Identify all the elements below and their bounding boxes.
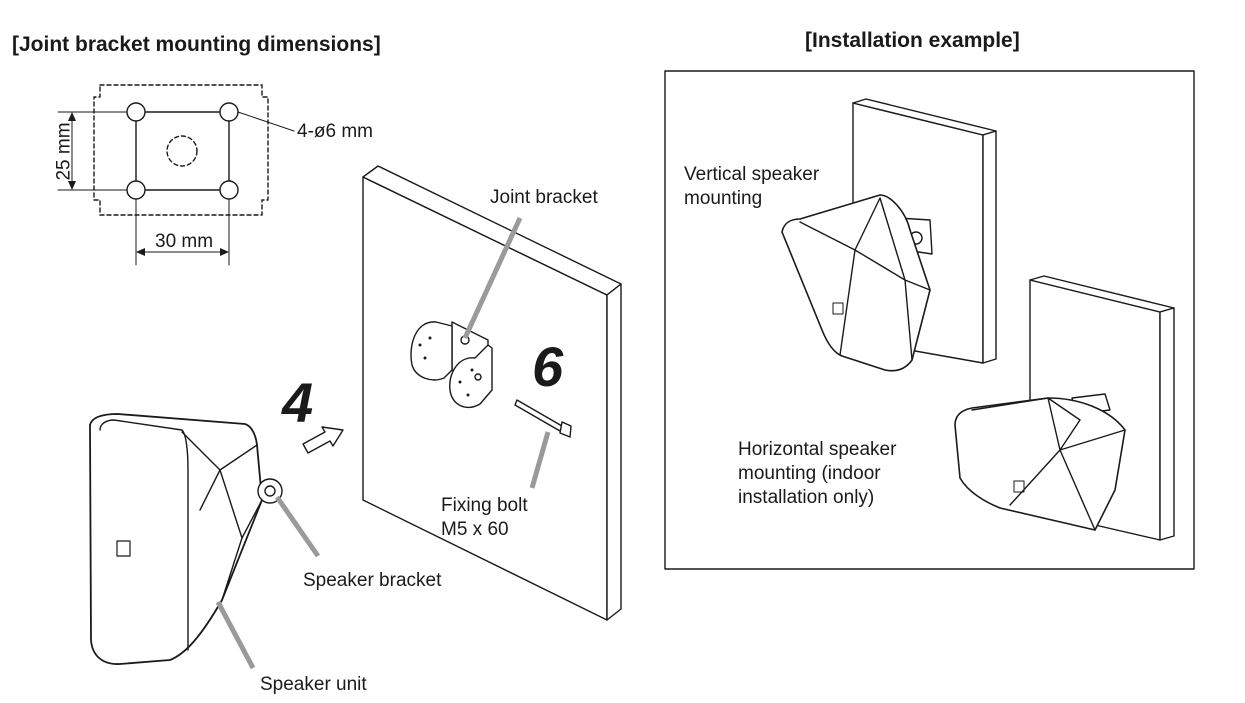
dim-arrow bbox=[220, 248, 229, 256]
dimension-width-label: 30 mm bbox=[155, 231, 214, 252]
bracket-plate-outline bbox=[93, 84, 269, 216]
step-number-6: 6 bbox=[532, 335, 564, 398]
leader-fixing-bolt bbox=[529, 431, 551, 489]
label-vertical-mounting: Vertical speaker bbox=[684, 164, 820, 185]
installation-example-frame bbox=[664, 70, 1195, 570]
bracket-rivet bbox=[423, 356, 427, 360]
bracket-rivet bbox=[466, 393, 470, 397]
vertical-speaker-facets bbox=[799, 197, 931, 361]
bracket-rivet bbox=[418, 343, 422, 347]
label-vertical-mounting-2: mounting bbox=[684, 188, 763, 209]
label-speaker-bracket: Speaker bracket bbox=[303, 570, 442, 591]
label-fixing-bolt: Fixing bolt bbox=[441, 495, 528, 516]
label-horizontal-mounting: Horizontal speaker bbox=[738, 439, 897, 460]
heading-joint-bracket-dimensions: [Joint bracket mounting dimensions] bbox=[12, 33, 381, 56]
dim-arrow bbox=[68, 181, 76, 190]
leader-joint-bracket bbox=[462, 216, 523, 340]
speaker-logo bbox=[116, 540, 131, 557]
bracket-right-flange bbox=[449, 344, 493, 408]
step-number-4: 4 bbox=[282, 371, 314, 434]
insertion-arrow bbox=[302, 426, 344, 454]
speaker-bracket-knob-inner bbox=[264, 485, 276, 497]
bracket-hole bbox=[474, 373, 482, 381]
speaker-bracket-knob bbox=[257, 478, 283, 504]
wall-panel bbox=[362, 165, 622, 621]
bracket-rivet bbox=[428, 336, 432, 340]
label-joint-bracket: Joint bracket bbox=[490, 187, 598, 208]
bolt-head bbox=[559, 421, 572, 438]
bracket-rivet bbox=[458, 380, 462, 384]
dimension-height-label: 25 mm bbox=[53, 122, 75, 181]
fixing-bolt-illustration bbox=[514, 399, 572, 438]
center-hole bbox=[166, 135, 198, 167]
dimension-drawing bbox=[57, 84, 295, 266]
wall-side bbox=[606, 283, 622, 621]
label-speaker-unit: Speaker unit bbox=[260, 674, 367, 695]
hole-pattern-rect bbox=[135, 111, 230, 191]
leader-speaker-bracket bbox=[274, 495, 321, 558]
label-horizontal-mounting-3: installation only) bbox=[738, 487, 875, 508]
horizontal-speaker-facets bbox=[971, 397, 1126, 531]
dim-arrow bbox=[68, 112, 76, 121]
speaker-side-facet bbox=[181, 431, 263, 601]
speaker-body bbox=[89, 413, 263, 665]
mount-hole bbox=[126, 102, 146, 122]
speaker-unit-illustration bbox=[89, 413, 283, 665]
mount-hole bbox=[219, 102, 239, 122]
dim-arrow bbox=[136, 248, 145, 256]
vertical-speaker-logo bbox=[832, 302, 844, 315]
leader-speaker-unit bbox=[215, 600, 256, 670]
dimension-holes-label: 4-ø6 mm bbox=[297, 121, 373, 142]
heading-installation-example: [Installation example] bbox=[805, 29, 1020, 52]
speaker-front-edge bbox=[99, 419, 189, 651]
bracket-rivet bbox=[470, 368, 474, 372]
label-fixing-bolt-spec: M5 x 60 bbox=[441, 519, 509, 540]
horizontal-speaker-logo bbox=[1013, 480, 1025, 493]
holes-leader bbox=[237, 111, 295, 132]
horizontal-speaker bbox=[954, 397, 1126, 531]
mount-hole bbox=[219, 180, 239, 200]
label-horizontal-mounting-2: mounting (indoor bbox=[738, 463, 881, 484]
vertical-speaker bbox=[781, 194, 931, 372]
bracket-left-flange bbox=[410, 321, 453, 381]
mount-hole bbox=[126, 180, 146, 200]
joint-bracket-illustration bbox=[410, 321, 493, 408]
